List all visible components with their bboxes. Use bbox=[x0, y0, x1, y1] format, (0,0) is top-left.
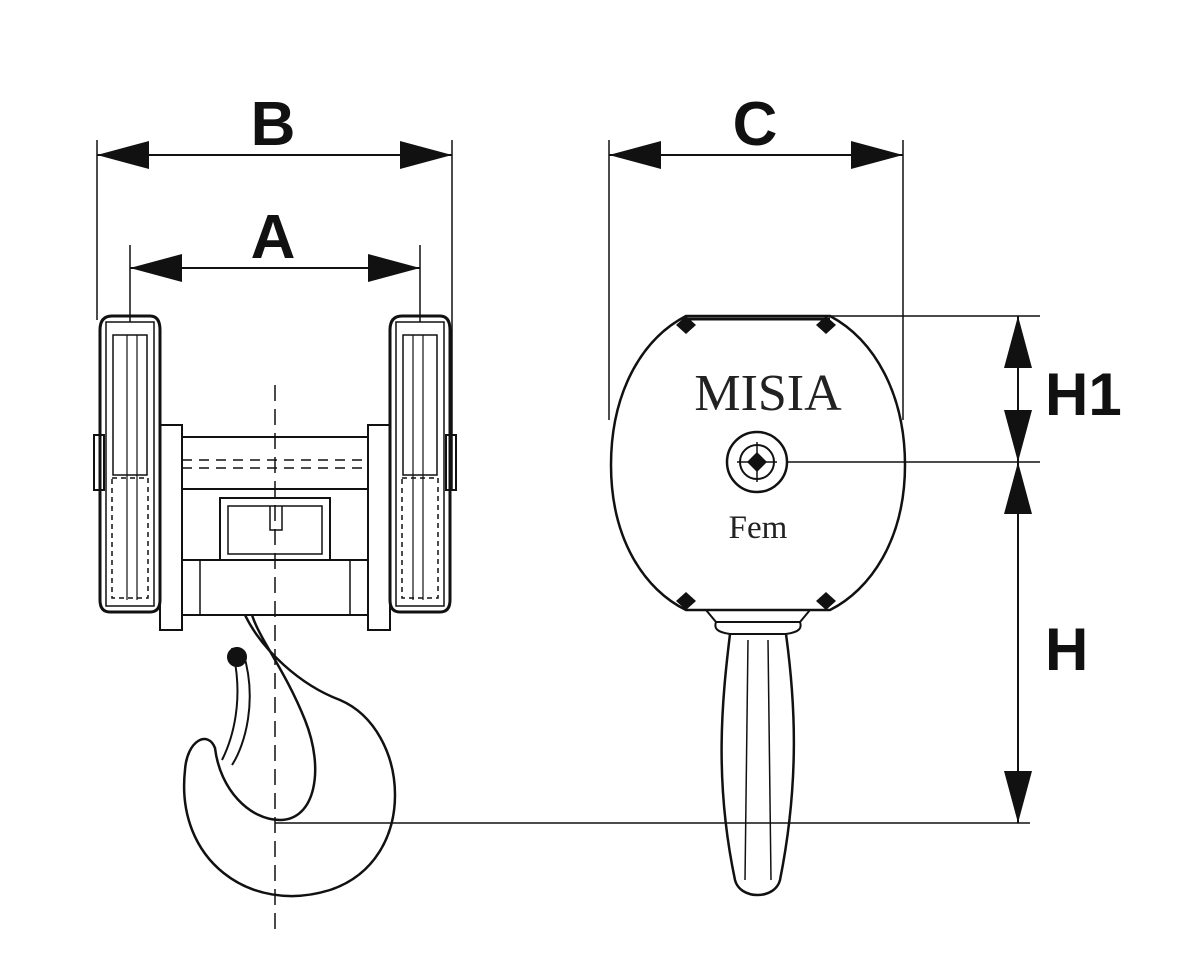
dimension-label-a: A bbox=[251, 203, 296, 272]
brand-label: MISIA bbox=[694, 365, 842, 422]
dimension-label-h1: H1 bbox=[1045, 361, 1122, 428]
corner-bolts bbox=[676, 316, 836, 610]
standard-label: Fem bbox=[729, 510, 788, 546]
dimension-label-h: H bbox=[1045, 616, 1088, 683]
front-view bbox=[93, 140, 457, 935]
right-side-plate bbox=[388, 314, 457, 614]
axle-housing bbox=[159, 424, 391, 631]
dimension-label-b: B bbox=[251, 90, 296, 159]
dimension-label-c: C bbox=[733, 90, 778, 159]
hook-front bbox=[182, 614, 397, 898]
axle-center bbox=[725, 430, 789, 494]
side-view bbox=[275, 140, 1040, 897]
block-body bbox=[609, 314, 907, 612]
left-side-plate bbox=[93, 314, 162, 614]
hook-shank-side bbox=[714, 621, 802, 897]
